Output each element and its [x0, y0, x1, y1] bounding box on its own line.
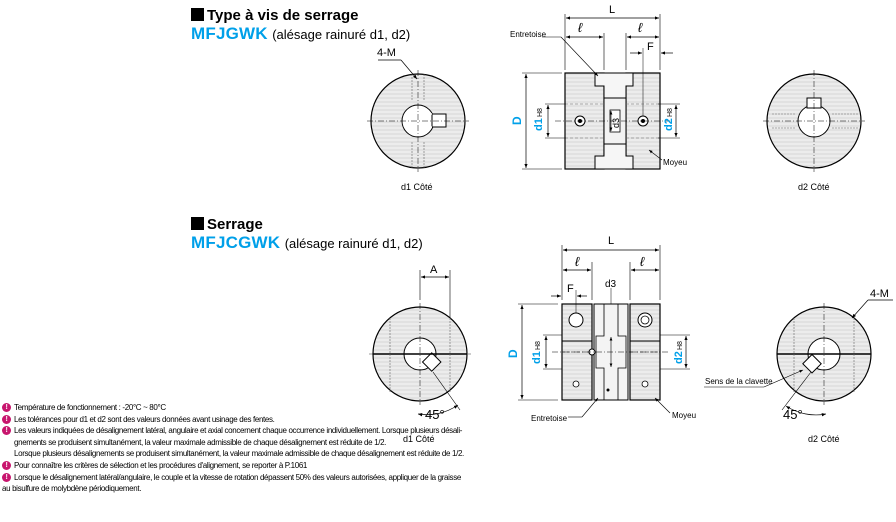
bottom-d1-end-view [369, 270, 471, 417]
label-l-left-top: ℓ [578, 20, 583, 35]
label-d1-tol-bottom: H8 [535, 341, 542, 350]
label-d1-bottom: d1 [531, 351, 543, 364]
top-side-view [522, 14, 680, 170]
label-l-right-top: ℓ [638, 20, 643, 35]
model-sub: (alésage rainuré d1, d2) [284, 236, 423, 251]
note-item: ! Les valeurs indiquées de désalignement… [2, 425, 462, 437]
section-title-2: Serrage [191, 216, 263, 233]
label-L-top: L [609, 4, 615, 16]
bottom-d2-end-view [704, 299, 893, 417]
note-continuation: gnements se produisent simultanément, la… [14, 437, 387, 447]
label-l-right-bottom: ℓ [640, 254, 645, 269]
model-heading-2: MFJCGWK (alésage rainuré d1, d2) [191, 233, 423, 253]
black-square-icon [191, 217, 204, 230]
note-continuation: Lorsque plusieurs désalignements se prod… [14, 449, 464, 459]
label-moyeu-bottom: Moyeu [672, 411, 696, 420]
top-d2-end-view [763, 70, 865, 172]
top-d1-end-view [367, 59, 469, 172]
note-item: ! Les tolérances pour d1 et d2 sont des … [2, 414, 394, 426]
note-continuation: au bisulfure de molybdène périodiquement… [2, 484, 142, 494]
notes-list: ! Température de fonctionnement : -20°C … [2, 402, 464, 495]
model-code: MFJCGWK [191, 233, 281, 252]
label-d2-bottom: d2 [673, 351, 685, 364]
label-d1-tol-top: H8 [537, 108, 544, 117]
label-d1-side-bottom: d1 Côté [403, 434, 435, 444]
label-L-bottom: L [608, 235, 614, 247]
warning-icon: ! [2, 460, 11, 470]
model-heading-1: MFJGWK (alésage rainuré d1, d2) [191, 24, 410, 44]
label-d2-side-bottom: d2 Côté [808, 434, 840, 444]
section-title-1: Type à vis de serrage [191, 7, 358, 24]
label-sens-clavette: Sens de la clavette [705, 377, 773, 386]
note-item: ! Température de fonctionnement : -20°C … [2, 402, 394, 414]
label-D-top: D [510, 116, 524, 125]
label-entretoise-bottom: Entretoise [531, 414, 568, 423]
label-entretoise-top: Entretoise [510, 30, 547, 39]
label-d1-top: d1 [533, 118, 545, 131]
label-F-bottom: F [567, 283, 574, 295]
label-moyeu-top: Moyeu [663, 158, 687, 167]
warning-icon: ! [2, 472, 11, 482]
model-sub: (alésage rainuré d1, d2) [272, 27, 411, 42]
bottom-side-view [518, 245, 690, 418]
label-d2-side-top: d2 Côté [798, 182, 830, 192]
label-d2-top: d2 [663, 118, 675, 131]
label-d3-bottom: d3 [605, 279, 617, 290]
warning-icon: ! [2, 403, 11, 412]
label-4m-bottom: 4-M [870, 288, 889, 300]
note-item: ! Pour connaître les critères de sélecti… [2, 460, 394, 472]
note-item: ! Lorsque le désalignement latéral/angul… [2, 472, 461, 484]
label-45-right: 45° [783, 407, 803, 422]
label-l-left-bottom: ℓ [575, 254, 580, 269]
label-d1-side-top: d1 Côté [401, 182, 433, 192]
model-code: MFJGWK [191, 24, 268, 43]
black-square-icon [191, 8, 204, 21]
label-A: A [430, 264, 438, 276]
warning-icon: ! [2, 414, 11, 424]
label-d2-tol-top: H8 [667, 108, 674, 117]
label-d2-tol-bottom: H8 [677, 341, 684, 350]
label-d3-top: d3 [611, 118, 621, 128]
label-D-bottom: D [506, 349, 520, 358]
warning-icon: ! [2, 426, 11, 436]
label-4m-top: 4-M [377, 47, 396, 59]
label-45-left: 45° [425, 407, 445, 422]
label-F-top: F [647, 41, 654, 53]
